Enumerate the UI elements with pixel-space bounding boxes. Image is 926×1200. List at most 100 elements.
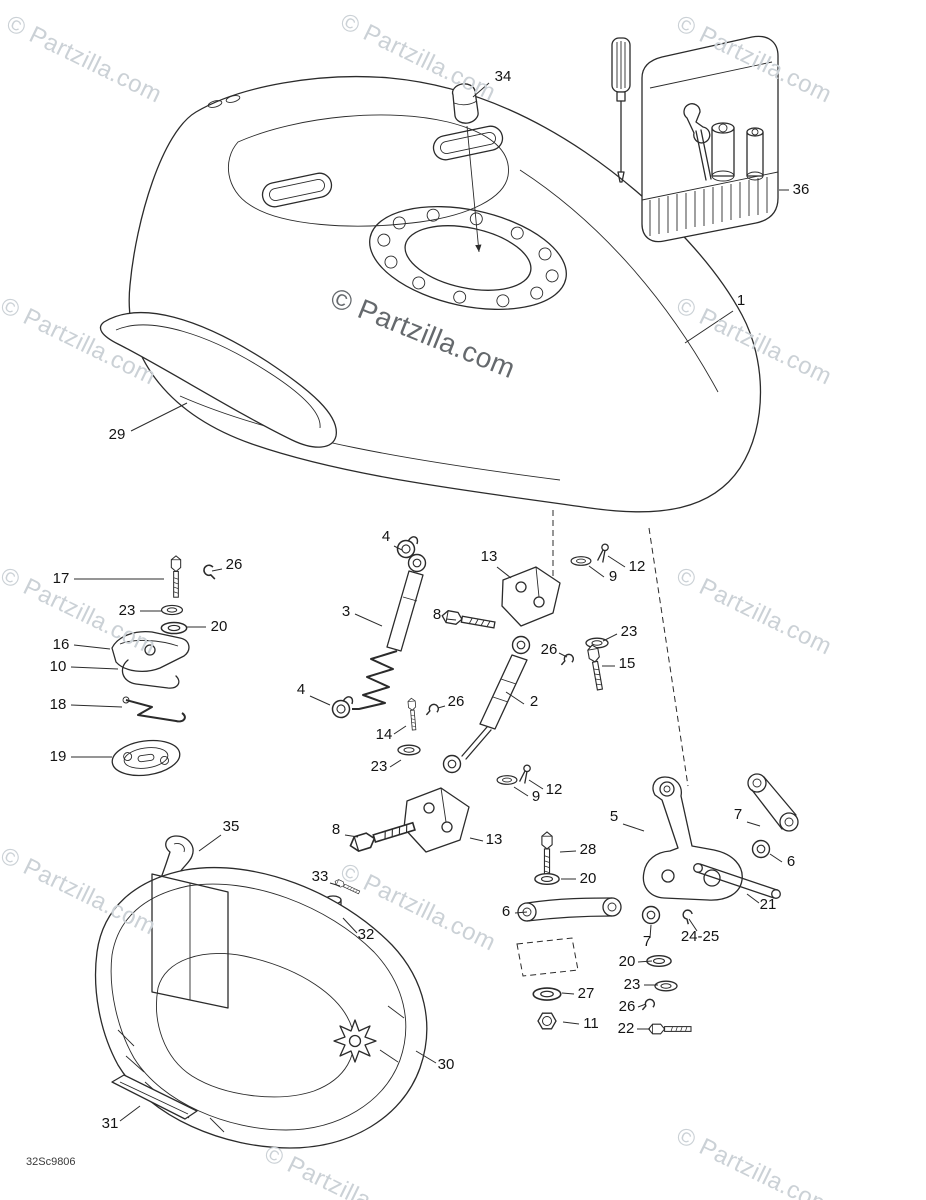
part-number-callout: 16 — [53, 636, 70, 653]
callout-leader-line — [329, 882, 341, 887]
bolt-17 — [170, 555, 182, 598]
part-number-callout: 36 — [793, 181, 810, 198]
callout-leader-line — [211, 568, 223, 572]
callout-leader-line — [607, 555, 626, 568]
callout-leader-line — [637, 960, 653, 963]
rod-21 — [693, 863, 781, 899]
washer-27 — [532, 987, 562, 1001]
part-number-callout: 29 — [109, 426, 126, 443]
callout-leader-line — [496, 566, 512, 579]
part-number-callout: 23 — [624, 976, 641, 993]
part-number-callout: 19 — [50, 748, 67, 765]
part-number-callout: 34 — [495, 68, 512, 85]
callout-leader-line — [562, 1021, 580, 1025]
part-number-callout: 26 — [541, 641, 558, 658]
part-number-callout: 21 — [760, 896, 777, 913]
part-number-callout: 30 — [438, 1056, 455, 1073]
part-number-callout: 6 — [787, 853, 795, 870]
part-number-callout: 3 — [342, 603, 350, 620]
clip-26-center — [425, 702, 440, 718]
handle-slot-left — [261, 172, 333, 208]
bolt-8-upper — [440, 609, 497, 632]
part-number-callout: 26 — [226, 556, 243, 573]
hook-10 — [121, 659, 180, 689]
part-number-callout: 8 — [332, 821, 340, 838]
callout-leader-line — [73, 644, 111, 650]
latch-assembly — [111, 555, 219, 777]
part-number-callout: 20 — [580, 870, 597, 887]
washer-20-mid — [534, 873, 560, 885]
callout-leader-line — [588, 565, 605, 578]
part-number-callout: 17 — [53, 570, 70, 587]
callout-leader-line — [649, 924, 652, 939]
part-number-callout: 27 — [578, 985, 595, 1002]
callout-leader-line — [769, 853, 783, 863]
part-number-callout: 7 — [734, 806, 742, 823]
part-number-callout: 12 — [546, 781, 563, 798]
part-number-callout: 6 — [502, 903, 510, 920]
bushing-6-right — [751, 839, 771, 859]
screwdriver-icon — [611, 37, 631, 183]
part-number-callout: 5 — [610, 808, 618, 825]
part-number-callout: 7 — [643, 933, 651, 950]
callout-leader-line — [528, 779, 544, 790]
arm-6-left — [517, 897, 622, 922]
callout-leader-line — [505, 691, 525, 705]
linkage-assembly — [516, 773, 799, 1035]
arm-7-upper — [747, 773, 799, 832]
tool-kit — [611, 35, 779, 243]
callout-leader-line — [559, 850, 577, 853]
part-number-callout: 12 — [629, 558, 646, 575]
diagram-code: 32Sc9806 — [26, 1156, 76, 1168]
part-number-callout: 9 — [609, 568, 617, 585]
pin-14 — [407, 697, 419, 731]
bracket-lower — [403, 787, 470, 853]
part-number-callout: 26 — [619, 998, 636, 1015]
part-number-callout: 4 — [297, 681, 305, 698]
callout-leader-line — [561, 992, 575, 995]
part-number-callout: 35 — [223, 818, 240, 835]
latch-base-19 — [111, 739, 181, 777]
seal-strip — [99, 311, 337, 448]
callout-leader-line — [637, 1003, 647, 1008]
washer-23-left — [160, 604, 184, 616]
part-number-callout: 23 — [119, 602, 136, 619]
callout-leader-line — [684, 310, 734, 344]
part-number-callout: 4 — [382, 528, 390, 545]
callout-leader-line — [513, 786, 529, 797]
part-number-callout: 20 — [619, 953, 636, 970]
bolt-22 — [648, 1023, 692, 1035]
callout-leader-line — [746, 893, 760, 904]
callout-leader-line — [344, 834, 359, 838]
callout-leader-line — [70, 704, 123, 708]
callout-leader-line — [469, 837, 484, 842]
callout-leader-line — [602, 633, 618, 642]
spring-18 — [125, 699, 186, 723]
nut-11 — [537, 1012, 557, 1030]
part-number-callout: 31 — [102, 1115, 119, 1132]
wrench-icon — [683, 103, 712, 181]
clip-26-left — [201, 563, 219, 580]
washer-9-lower — [496, 775, 518, 785]
callout-leader-line — [445, 618, 457, 621]
callout-leader-line — [688, 918, 698, 932]
part-number-callout: 18 — [50, 696, 67, 713]
callout-leader-line — [622, 823, 645, 832]
socket-icon — [711, 122, 735, 182]
callout-leader-line — [558, 652, 568, 658]
pin-12-upper — [596, 542, 610, 564]
part-number-callout: 24-25 — [681, 928, 719, 945]
bolt-8-lower — [347, 818, 417, 854]
callout-leader-line — [437, 705, 446, 709]
part-number-callout: 15 — [619, 655, 636, 672]
gas-spring-rear — [329, 535, 427, 721]
part-number-callout: 20 — [211, 618, 228, 635]
callout-leader-line — [70, 666, 119, 670]
part-number-callout: 13 — [486, 831, 503, 848]
alignment-line — [648, 527, 689, 787]
washer-23-lowright — [654, 980, 678, 992]
callout-leader-line — [746, 821, 761, 827]
